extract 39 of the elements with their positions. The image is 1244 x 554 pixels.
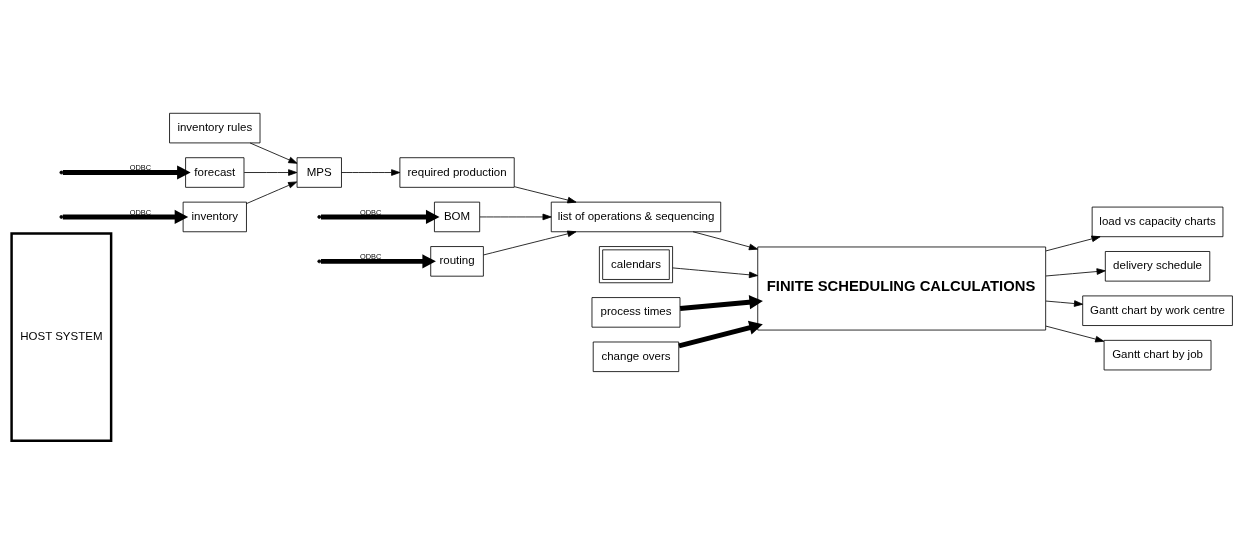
node-box: MPS: [296, 157, 342, 188]
arrow: [692, 231, 758, 251]
arrow: [62, 209, 189, 225]
arrow: [341, 169, 401, 176]
arrow: [1045, 300, 1084, 307]
arrow: [320, 254, 436, 269]
node-box: process times: [591, 297, 681, 328]
arrow: [483, 230, 577, 256]
edge-label: ODBC: [129, 163, 152, 173]
arrow: [1045, 325, 1105, 343]
node-box: inventory rules: [169, 112, 261, 144]
node-box: list of operations & sequencing: [550, 201, 722, 233]
arrow: [514, 186, 577, 204]
arrow: [243, 169, 298, 176]
node-box: HOST SYSTEM: [10, 232, 113, 442]
arrow: [320, 209, 440, 225]
arrow: [1045, 268, 1106, 277]
node-box: FINITE SCHEDULING CALCULATIONS: [757, 246, 1047, 331]
arrow: [678, 320, 763, 349]
node-box: forecast: [185, 157, 245, 188]
edge-label: ODBC: [360, 252, 382, 262]
node-box: inventory: [182, 201, 247, 233]
arrow: [249, 142, 298, 164]
node-box: BOM: [434, 201, 481, 233]
arrow: [672, 267, 759, 279]
node-box: load vs capacity charts: [1091, 206, 1224, 238]
arrow: [246, 181, 298, 205]
node-box: change overs: [592, 341, 680, 373]
node-box: routing: [430, 246, 484, 277]
node-box: required production: [399, 157, 515, 188]
arrow: [1045, 235, 1101, 252]
node-box: delivery schedule: [1104, 251, 1211, 282]
node-box: Gantt chart by job: [1103, 339, 1212, 371]
node-box: Gantt chart by work centre: [1082, 295, 1233, 326]
arrow: [679, 295, 763, 311]
arrow: [479, 213, 552, 221]
edge-label: ODBC: [360, 207, 382, 217]
arrow: [62, 165, 191, 180]
edge-label: ODBC: [129, 207, 152, 217]
